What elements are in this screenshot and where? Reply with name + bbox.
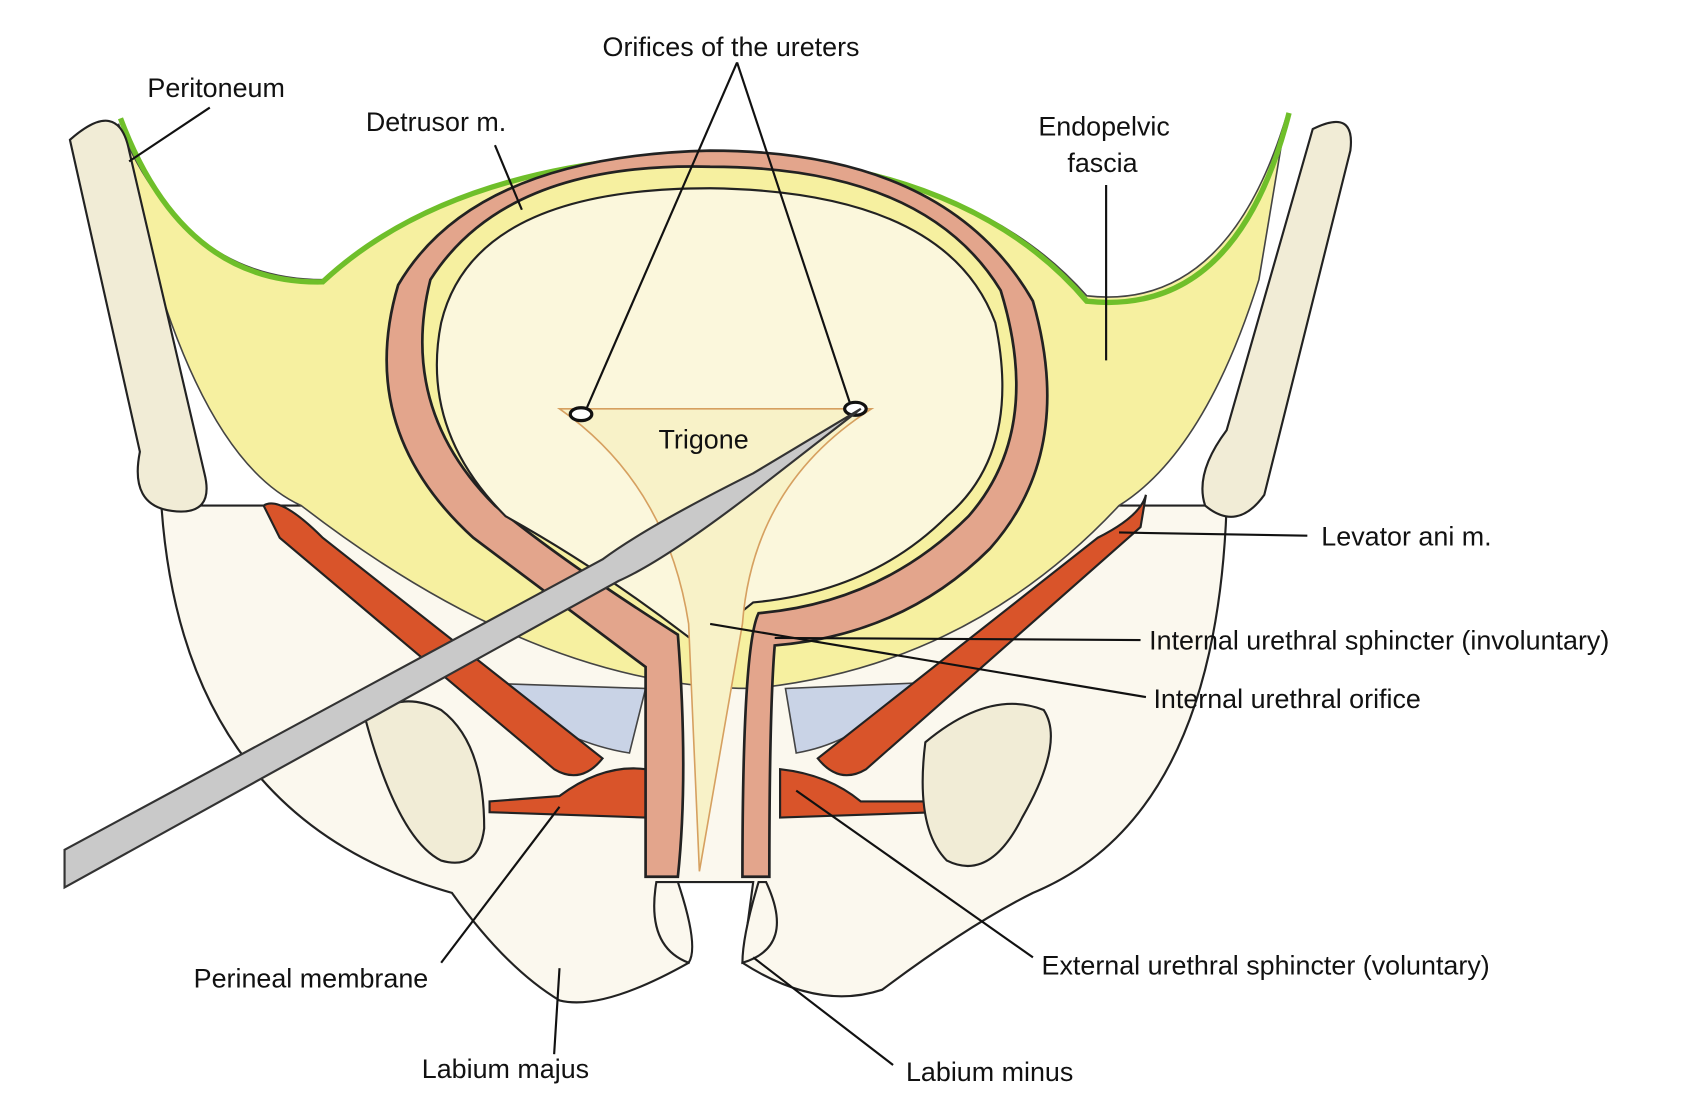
probe-instrument [63,407,862,890]
label-internal-sphincter: Internal urethral sphincter (involuntary… [1149,626,1609,656]
ureter-orifice-left [568,406,594,423]
detrusor-muscle [385,149,1049,879]
labium-minus-left [653,881,694,965]
ischial-bone-right [921,702,1052,867]
levator-ani-right [816,494,1147,777]
pubic-bone-left-upper [68,119,208,513]
labium-minus-right [741,881,778,965]
pubic-bone-right-upper [1201,120,1353,518]
ureter-orifice-right [843,400,868,417]
label-endopelvic-1: Endopelvic [1038,112,1170,142]
label-endopelvic-2: fascia [1067,148,1137,178]
label-trigone: Trigone [659,425,749,455]
leader-lines [128,61,1308,1066]
label-perineal-membrane: Perineal membrane [194,964,429,994]
ischial-bone-left [364,700,486,864]
trigone [556,407,875,872]
label-labium-minus: Labium minus [906,1057,1073,1087]
label-detrusor: Detrusor m. [366,107,506,137]
label-levator-ani: Levator ani m. [1321,521,1491,551]
levator-ani-left [262,502,605,777]
label-orifices-ureters: Orifices of the ureters [603,32,860,62]
label-labium-majus: Labium majus [422,1054,589,1084]
label-peritoneum: Peritoneum [147,73,284,103]
label-external-sphincter: External urethral sphincter (voluntary) [1042,951,1490,981]
label-internal-orifice: Internal urethral orifice [1153,684,1420,714]
